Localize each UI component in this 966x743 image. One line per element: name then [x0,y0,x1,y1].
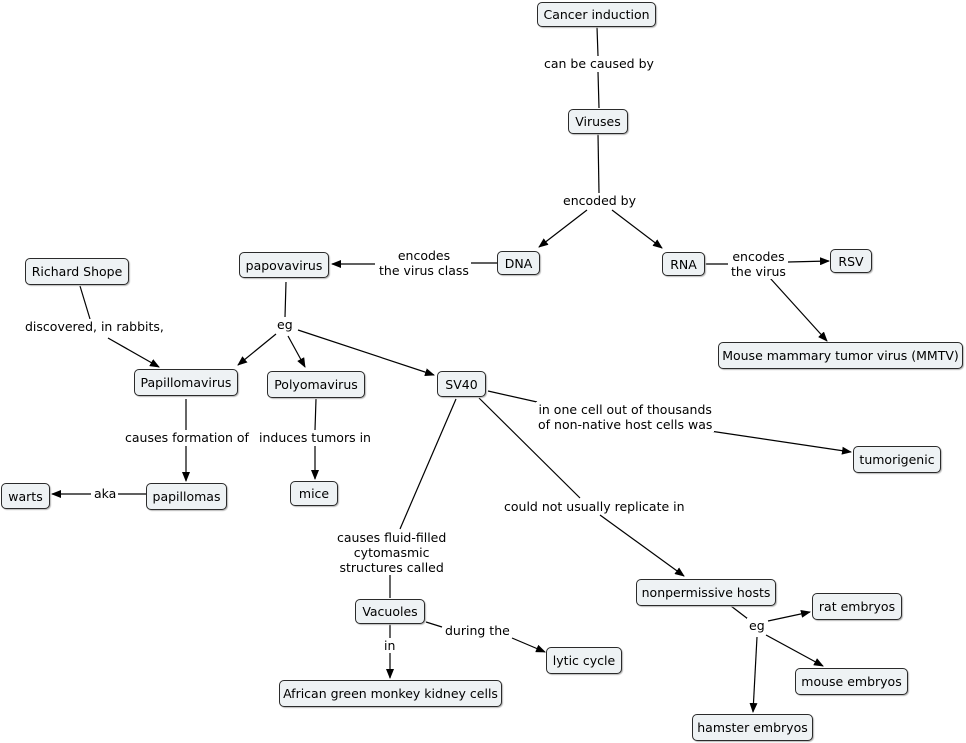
link-in: in [382,638,398,653]
link-encodes-virus: encodes the virus [729,249,788,279]
concept-viruses[interactable]: Viruses [568,109,628,134]
connector [399,398,457,530]
connector [730,605,749,620]
concept-polyomavirus[interactable]: Polyomavirus [267,371,365,398]
concept-mmtv[interactable]: Mouse mammary tumor virus (MMTV) [718,342,963,369]
connector [769,277,828,342]
connector [487,390,538,403]
connector [599,514,685,577]
concept-agmk-cells[interactable]: African green monkey kidney cells [279,680,502,707]
concept-papillomavirus[interactable]: Papillomavirus [134,369,238,396]
connector [611,209,663,249]
link-causes-fluid-filled: causes fluid-filled cytomasmic structure… [335,530,449,575]
link-encoded-by: encoded by [561,193,638,208]
connector [425,621,443,628]
connector [297,329,435,376]
connector [597,133,600,194]
link-discovered-in-rabbits: discovered, in rabbits, [23,319,166,334]
concept-sv40[interactable]: SV40 [437,371,486,397]
concept-rna[interactable]: RNA [662,252,705,276]
link-in-one-cell: in one cell out of thousands of non-nati… [536,402,715,432]
link-aka: aka [92,486,119,501]
link-encodes-virus-class: encodes the virus class [377,248,471,278]
concept-rsv[interactable]: RSV [830,249,872,273]
concept-richard-shope[interactable]: Richard Shope [25,258,129,285]
concept-warts[interactable]: warts [1,483,50,509]
concept-tumorigenic[interactable]: tumorigenic [853,446,941,473]
connector [314,398,317,431]
link-eg: eg [275,317,295,332]
concept-dna[interactable]: DNA [497,251,540,275]
link-causes-formation-of: causes formation of [123,430,251,445]
concept-nonpermissive-hosts[interactable]: nonpermissive hosts [636,579,776,606]
connector [765,634,824,667]
connector [538,209,588,248]
connector [478,397,581,499]
concept-hamster-embryos[interactable]: hamster embryos [692,714,813,741]
concept-papovavirus[interactable]: papovavirus [239,252,329,278]
connector [767,609,811,622]
link-eg: eg [747,618,767,633]
concept-cancer-induction[interactable]: Cancer induction [537,2,656,27]
connector [787,257,830,266]
concept-lytic-cycle[interactable]: lytic cycle [546,647,622,674]
link-can-be-caused-by: can be caused by [542,56,656,71]
concept-mouse-embryos[interactable]: mouse embryos [795,668,908,695]
concept-papillomas[interactable]: papillomas [146,483,227,510]
concept-rat-embryos[interactable]: rat embryos [812,593,902,620]
concept-mice[interactable]: mice [290,481,338,506]
link-during-the: during the [443,623,512,638]
concept-vacuoles[interactable]: Vacuoles [355,599,425,624]
connector [596,26,599,57]
link-could-not-replicate: could not usually replicate in [502,499,687,514]
connector [511,637,546,653]
connector [284,281,287,318]
connector [709,430,852,455]
connector [107,337,160,368]
connector [597,71,600,109]
connector [79,285,91,320]
connector [237,333,277,366]
connector [287,335,306,368]
link-induces-tumors-in: induces tumors in [257,430,373,445]
connector [749,636,758,713]
